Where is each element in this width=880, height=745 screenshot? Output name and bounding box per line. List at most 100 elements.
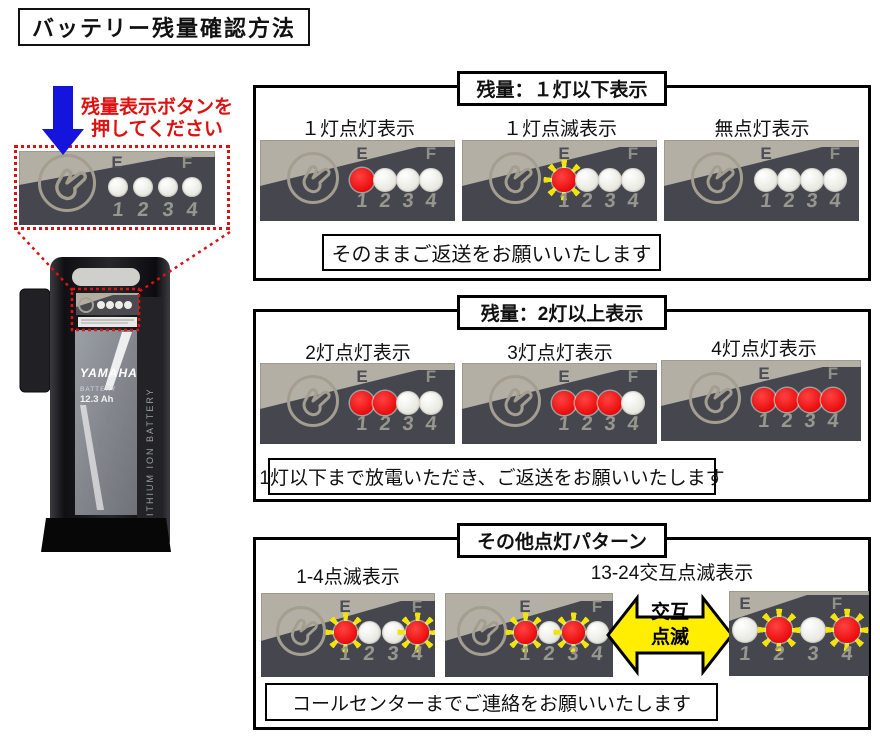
- led-bulb: [158, 177, 178, 197]
- led-3: [598, 391, 622, 415]
- led-number: 2: [580, 413, 594, 435]
- level-check-hand-button-icon: [457, 606, 507, 656]
- led-1: [552, 391, 576, 415]
- section1-header: 残量：１灯以下表示: [457, 71, 667, 106]
- led-2: [575, 168, 599, 192]
- battery-base: [41, 518, 171, 552]
- led-4: [182, 177, 202, 197]
- led-bulb: [373, 168, 397, 192]
- led-4: [621, 168, 645, 192]
- led-3: [798, 388, 822, 412]
- led-4: [821, 388, 845, 412]
- section2-header: 残量：2灯以上表示: [457, 295, 667, 330]
- led-1: [732, 617, 758, 643]
- section3-header: その他点灯パターン: [457, 523, 667, 558]
- led-bulb: [621, 168, 645, 192]
- battery-label-small: BATTERY: [80, 386, 116, 393]
- led-number: 2: [772, 643, 786, 665]
- level-check-hand-button-icon: [489, 152, 541, 204]
- press-button-instruction-line1: 残量表示ボタンを: [80, 97, 233, 118]
- blue-down-arrow-tip-icon: [42, 129, 84, 155]
- led-number: 3: [805, 190, 819, 212]
- led-2: [575, 391, 599, 415]
- level-check-hand-button-icon: [689, 372, 741, 424]
- led-number: 1: [355, 413, 369, 435]
- led-bulb: [766, 617, 792, 643]
- led-bulb: [552, 168, 576, 192]
- led-4: [419, 168, 443, 192]
- led-2: [357, 621, 381, 644]
- full-label: F: [831, 594, 843, 613]
- led-bulb: [350, 168, 374, 192]
- press-button-instruction-line2: 押してください: [91, 119, 223, 140]
- page-title: バッテリー残量確認方法: [18, 8, 310, 46]
- full-label: F: [181, 153, 193, 172]
- battery-capacity: 12.3 Ah: [80, 394, 114, 405]
- led-bulb: [752, 388, 776, 412]
- battery-handle-hole: [72, 268, 140, 286]
- battery-brand: YAMAHA: [80, 366, 138, 380]
- led-3: [598, 168, 622, 192]
- level-check-hand-button-icon: [276, 606, 326, 656]
- section3-message: コールセンターまでご連絡をお願いいたします: [265, 683, 718, 721]
- mini-button-icon: [78, 297, 94, 313]
- led-number: 2: [580, 190, 594, 212]
- led-number: 3: [803, 410, 817, 432]
- led-4: [585, 621, 609, 644]
- led-bulb: [405, 621, 429, 644]
- empty-label: E: [111, 153, 123, 172]
- led-bulb: [800, 168, 824, 192]
- empty-label: E: [760, 144, 772, 163]
- led-4: [824, 607, 869, 653]
- battery-side-text: LITHIUM ION BATTERY: [145, 387, 155, 523]
- led-number: 4: [424, 190, 438, 212]
- arrow-text-line2: 点滅: [650, 627, 689, 648]
- battery-sticker: [78, 317, 137, 327]
- led-number: 4: [840, 643, 854, 665]
- level-check-hand-button-icon: [489, 375, 541, 427]
- led-bulb: [552, 391, 576, 415]
- led-2: [775, 388, 799, 412]
- led-number: 1: [111, 199, 125, 221]
- led-3: [396, 168, 420, 192]
- led-number: 4: [826, 410, 840, 432]
- led-bulb: [732, 617, 758, 643]
- led-number: 2: [362, 643, 376, 665]
- led-1: [754, 168, 778, 192]
- led-number: 1: [738, 643, 752, 665]
- empty-label: E: [739, 594, 751, 613]
- led-number: 1: [557, 190, 571, 212]
- section2-message: 1灯以下まで放電いただき、ご返送をお願いいたします: [259, 458, 725, 495]
- empty-label: E: [758, 364, 770, 383]
- led-number: 1: [518, 643, 532, 665]
- level-check-hand-button-icon: [38, 154, 96, 212]
- panel-label: 13-24交互点滅表示: [590, 563, 754, 584]
- led-number: 1: [338, 643, 352, 665]
- full-label: F: [627, 144, 639, 163]
- led-bulb: [777, 168, 801, 192]
- mini-led: [124, 301, 132, 309]
- mini-led: [106, 301, 114, 309]
- led-bulb: [754, 168, 778, 192]
- led-number: 2: [780, 410, 794, 432]
- led-bulb: [333, 621, 357, 644]
- led-bulb: [108, 177, 128, 197]
- empty-label: E: [356, 144, 368, 163]
- battery-photo: YAMAHA BATTERY 12.3 Ah LITHIUM ION BATTE…: [19, 257, 171, 552]
- led-bulb: [598, 391, 622, 415]
- led-2: [373, 168, 397, 192]
- led-number: 1: [759, 190, 773, 212]
- led-bulb: [350, 391, 374, 415]
- led-number: 4: [626, 413, 640, 435]
- led-bulb: [575, 391, 599, 415]
- led-number: 1: [355, 190, 369, 212]
- led-number: 2: [378, 413, 392, 435]
- led-bulb: [621, 391, 645, 415]
